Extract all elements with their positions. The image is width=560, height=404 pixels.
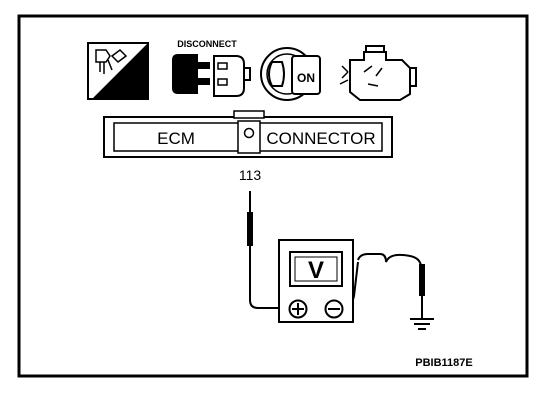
figure-frame: [17, 14, 529, 378]
hand-tool-hs-icon: H.S.: [87, 42, 149, 100]
ground-symbol: [410, 318, 434, 330]
positive-lead-wire: [249, 268, 290, 309]
ignition-on-label: ON: [297, 71, 315, 85]
engine-icon: [339, 45, 417, 101]
figure-code: PBIB1187E: [415, 357, 472, 369]
disconnect-connector-icon: DISCONNECT: [172, 39, 251, 97]
negative-probe: [419, 264, 425, 318]
ecm-connector: ECM CONNECTOR: [103, 110, 393, 158]
connector-label: CONNECTOR: [266, 129, 375, 148]
ignition-key-on-icon: ON: [260, 47, 321, 101]
hs-label: H.S.: [120, 80, 147, 96]
disconnect-label: DISCONNECT: [177, 39, 237, 49]
terminal-number: 113: [239, 167, 262, 183]
negative-lead-wire: [357, 253, 422, 267]
voltmeter: V: [278, 239, 354, 323]
voltmeter-label: V: [308, 257, 324, 284]
ecm-label: ECM: [157, 129, 195, 148]
positive-probe: [247, 191, 253, 268]
